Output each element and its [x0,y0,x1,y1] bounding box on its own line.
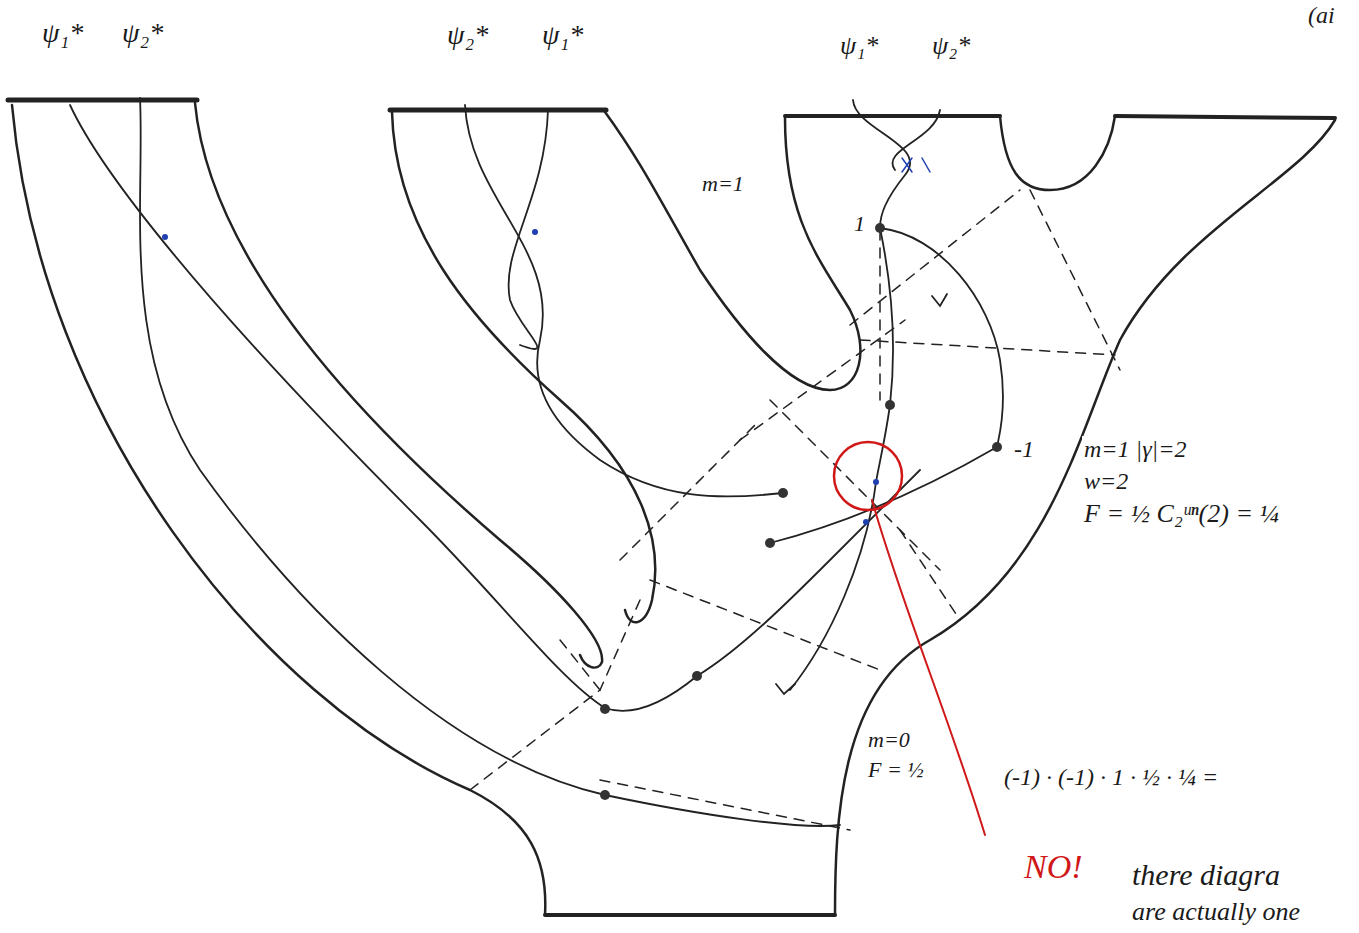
warning-note: NO! [1022,848,1085,885]
psi-label: ψ₂* [120,18,165,49]
formula: F = ½ [866,758,926,782]
m-value: m=1 [700,172,746,196]
m-value: m=0 [866,728,912,752]
product-formula: (-1) · (-1) · 1 · ½ · ¼ = [1002,764,1220,790]
sign-label: 1 [852,212,867,236]
sign-label: -1 [1012,436,1036,462]
annotation: m=1 |γ|=2 [1082,436,1188,462]
annotation: w=2 [1082,468,1130,494]
note-text: there diagra [1130,858,1282,891]
psi-label: ψ₂* [445,20,490,51]
note-text: are actually one [1130,898,1302,927]
psi-label: ψ₁* [40,18,85,49]
formula: F = ½ C₂ᵘⁿ(2) = ¼ [1082,500,1281,529]
page-mark: (ai [1306,2,1337,28]
psi-label: ψ₁* [838,32,880,61]
psi-label: ψ₂* [930,32,972,61]
psi-label: ψ₁* [540,20,585,51]
